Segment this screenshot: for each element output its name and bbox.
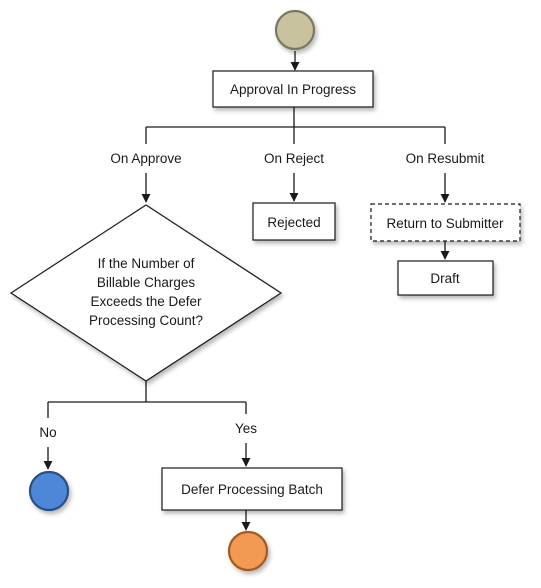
- draft-node: Draft: [397, 260, 494, 296]
- decision-label-line1: If the Number of: [98, 256, 195, 271]
- draft-label: Draft: [430, 271, 460, 286]
- rejected-label: Rejected: [267, 215, 320, 230]
- no-label-node: No: [28, 418, 69, 447]
- return-to-submitter-label: Return to Submitter: [386, 216, 504, 231]
- defer-processing-batch-node: Defer Processing Batch: [161, 467, 343, 511]
- on-approve-label-node: On Approve: [97, 144, 196, 173]
- decision-node: If the Number of Billable Charges Exceed…: [9, 204, 283, 382]
- on-reject-label-node: On Reject: [245, 144, 345, 173]
- end-node-no: [28, 470, 70, 512]
- approval-in-progress-label: Approval In Progress: [230, 82, 356, 97]
- end-node-yes: [227, 530, 269, 572]
- on-approve-label: On Approve: [110, 151, 181, 166]
- on-resubmit-label-node: On Resubmit: [394, 144, 496, 173]
- no-label: No: [39, 425, 56, 440]
- start-node: [274, 9, 316, 51]
- decision-label-line3: Exceeds the Defer: [90, 294, 202, 309]
- yes-label-node: Yes: [224, 414, 269, 443]
- decision-label-line4: Processing Count?: [89, 313, 203, 328]
- rejected-node: Rejected: [252, 202, 336, 241]
- decision-label-line2: Billable Charges: [97, 275, 196, 290]
- connectors: [43, 51, 450, 531]
- approval-in-progress-node: Approval In Progress: [212, 70, 374, 108]
- yes-label: Yes: [235, 421, 257, 436]
- return-to-submitter-node: Return to Submitter: [370, 203, 521, 242]
- on-reject-label: On Reject: [264, 151, 324, 166]
- on-resubmit-label: On Resubmit: [406, 151, 485, 166]
- defer-processing-batch-label: Defer Processing Batch: [181, 482, 323, 497]
